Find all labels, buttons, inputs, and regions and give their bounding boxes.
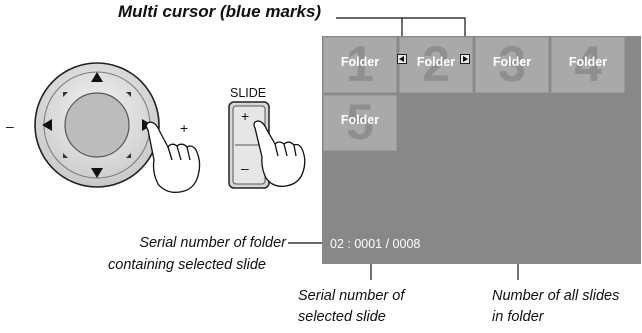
slide-minus-label: – (241, 160, 249, 176)
left-arrow-icon[interactable] (42, 119, 52, 131)
dpad-minus-label: – (6, 118, 14, 134)
folder-3[interactable]: 3 Folder (475, 37, 549, 93)
up-arrow-icon[interactable] (91, 72, 103, 82)
slide-plus-label: + (241, 108, 250, 124)
slide-counter: 02 : 0001 / 0008 (330, 237, 421, 251)
diag-arrow-icon-sw (63, 153, 68, 158)
folder-serial-annotation-2: containing selected slide (108, 257, 266, 273)
folder-1[interactable]: 1 Folder (323, 37, 397, 93)
slide-button-assembly (228, 101, 306, 189)
diag-arrow-icon-ne (126, 92, 131, 97)
dpad-controller[interactable] (30, 52, 230, 202)
folder-5[interactable]: 5 Folder (323, 95, 397, 151)
folder-serial-annotation: Serial number of folder (139, 235, 286, 251)
cursor-left-arrow-icon (399, 56, 404, 62)
slide-serial-annotation: Serial number of selected slide (298, 288, 405, 325)
slide-button-label: SLIDE (230, 86, 267, 100)
all-slides-annotation: Number of all slides in folder (492, 288, 620, 325)
diag-arrow-icon-nw (63, 92, 68, 97)
dpad-center-button[interactable] (64, 92, 130, 158)
pointing-hand-icon (145, 121, 201, 193)
folder-4[interactable]: 4 Folder (551, 37, 625, 93)
cursor-right-arrow-icon (463, 56, 468, 62)
down-arrow-icon[interactable] (91, 168, 103, 178)
dpad-plus-label: + (180, 120, 189, 136)
cursor-mark-right (460, 54, 470, 64)
cursor-mark-left (397, 54, 407, 64)
folder-2[interactable]: 2 Folder (399, 37, 473, 93)
slide-folder-screen: 1 Folder 2 Folder 3 Folder 4 Folder 5 Fo… (322, 36, 641, 264)
multi-cursor-title: Multi cursor (blue marks) (118, 2, 322, 21)
pointing-hand-icon (253, 120, 306, 187)
diag-arrow-icon-se (126, 153, 131, 158)
